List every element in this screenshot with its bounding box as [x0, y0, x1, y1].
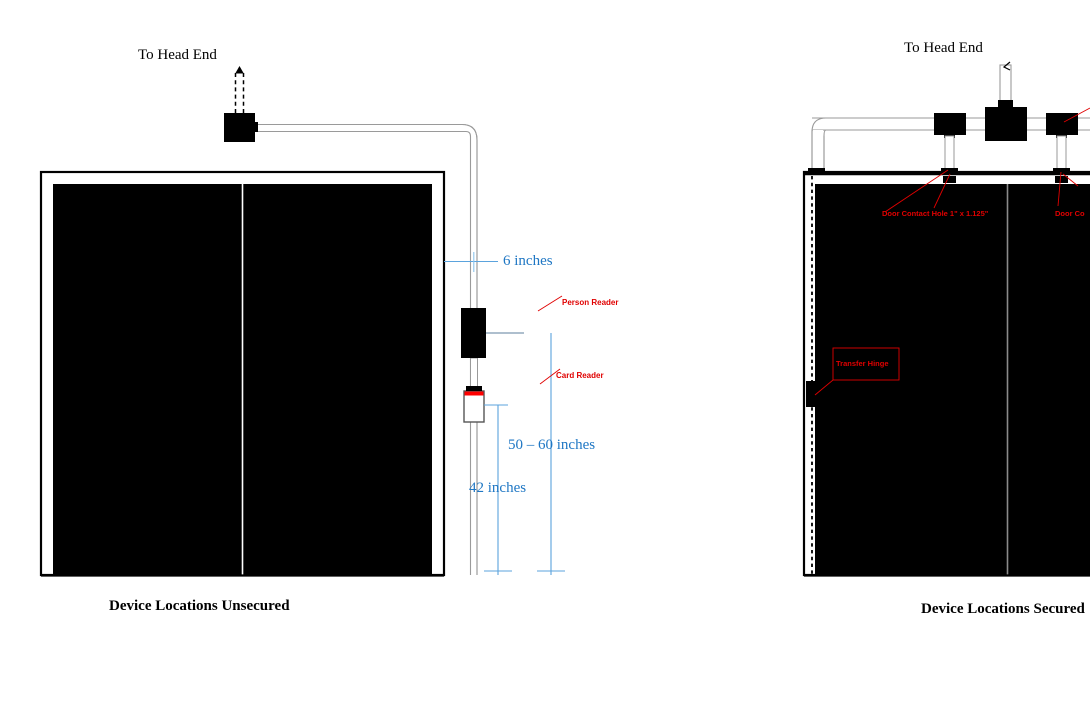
- card-reader-label: Card Reader: [556, 371, 604, 380]
- left-junction-box: [224, 113, 255, 142]
- door-contact-left-plate: [941, 168, 958, 175]
- junction-box-right-drop: [1056, 135, 1067, 173]
- left-diagram-caption: Device Locations Unsecured: [109, 598, 290, 614]
- left-junction-box-stub: [252, 122, 258, 132]
- door-contact-right-body: [1055, 176, 1068, 183]
- right-conduit-left-wall-plate: [808, 168, 825, 175]
- door-contact-right-leader-a: [1057, 171, 1062, 207]
- door-contact-left-leader-b: [933, 173, 951, 209]
- right-conduit-left-drop-edges: [811, 130, 825, 172]
- door-contact-left-leader-a: [884, 169, 949, 213]
- right-door-slab: [815, 184, 1090, 575]
- card-reader-red-leader: [539, 368, 561, 385]
- card-reader-red-band: [464, 391, 484, 396]
- junction-box-left-drop: [944, 135, 955, 173]
- person-reader-label: Person Reader: [562, 298, 619, 307]
- junction-box-right-leader: [1063, 107, 1090, 123]
- dim-label-50-60-inches: 50 – 60 inches: [508, 437, 596, 453]
- person-reader-red-leader: [537, 295, 563, 312]
- dim-label-6-inches: 6 inches: [503, 253, 553, 269]
- junction-box-left: [934, 113, 966, 135]
- left-conduit-inner-edge: [252, 130, 472, 575]
- junction-box-right: [1046, 113, 1078, 135]
- right-conduit-left-drop-core: [813, 130, 823, 172]
- right-to-head-end-label: To Head End: [904, 40, 983, 56]
- door-contact-right-plate: [1053, 168, 1070, 175]
- right-conduit-left-elbow-inner: [823, 129, 827, 172]
- right-riser-arrowhead: [1002, 61, 1011, 71]
- card-reader-device: [463, 390, 485, 423]
- door-contact-left-body: [943, 176, 956, 183]
- left-riser-arrowhead: [235, 66, 244, 74]
- transfer-hinge-callout-box: [832, 347, 900, 381]
- left-conduit-outer-edge-top: [252, 123, 478, 575]
- right-diagram-caption: Device Locations Secured: [921, 601, 1085, 617]
- junction-box-center: [985, 107, 1027, 141]
- left-conduit-core: [252, 125, 476, 575]
- dim-label-42-inches: 42 inches: [469, 480, 527, 496]
- junction-box-center-top-nipple: [998, 100, 1013, 108]
- door-contact-hole-left-label: Door Contact Hole 1" x 1.125": [882, 209, 989, 218]
- door-contact-hole-right-label: Door Co: [1055, 209, 1085, 218]
- transfer-hinge-block: [806, 381, 818, 407]
- door-contact-right-leader-b: [1062, 173, 1079, 187]
- transfer-hinge-leader: [814, 379, 834, 396]
- left-diagram-group: [39, 66, 565, 577]
- right-diagram-group: [802, 61, 1090, 577]
- transfer-hinge-label: Transfer Hinge: [836, 359, 889, 368]
- card-reader-top-cap: [466, 386, 482, 391]
- person-reader-device: [461, 308, 486, 358]
- left-to-head-end-label: To Head End: [138, 47, 217, 63]
